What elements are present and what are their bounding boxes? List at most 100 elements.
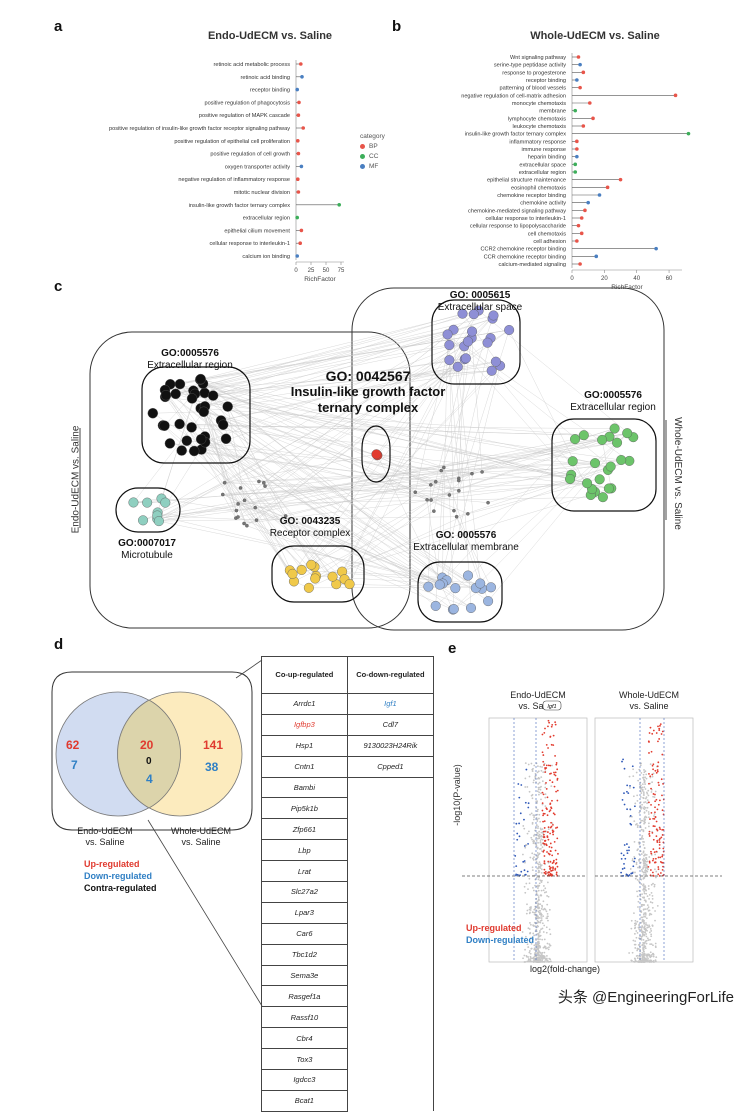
volcano-point-ns: [634, 803, 636, 805]
panel-b-term-label: serine-type peptidase activity: [494, 63, 566, 69]
network-node: [466, 603, 476, 613]
volcano-point-ns: [539, 913, 541, 915]
volcano-point-ns: [532, 841, 534, 843]
volcano-point-ns: [539, 946, 541, 948]
volcano-point-up: [544, 728, 546, 730]
volcano-point-ns: [638, 901, 640, 903]
volcano-point-up: [656, 732, 658, 734]
volcano-point-ns: [542, 828, 544, 830]
volcano-point-up: [651, 733, 653, 735]
volcano-point-ns: [651, 884, 653, 886]
volcano-point-ns: [544, 805, 546, 807]
volcano-point-ns: [544, 956, 546, 958]
volcano-point-ns: [648, 898, 650, 900]
volcano-point-up: [542, 821, 544, 823]
panel-a-term-label: receptor binding: [250, 88, 290, 94]
volcano-point-up: [550, 822, 552, 824]
volcano-point-ns: [646, 940, 648, 942]
volcano-point-ns: [537, 886, 539, 888]
volcano-point-ns: [652, 907, 654, 909]
volcano-point-down: [514, 855, 516, 857]
panel-b-point: [582, 71, 586, 75]
volcano-point-ns: [632, 775, 634, 777]
volcano-point-down: [517, 874, 519, 876]
volcano-point-ns: [533, 842, 535, 844]
network-node: [568, 456, 578, 466]
volcano-point-ns: [525, 844, 527, 846]
volcano-point-ns: [540, 835, 542, 837]
co-down-gene: [347, 1090, 433, 1111]
volcano-point-up: [542, 761, 544, 763]
network-node: [470, 472, 473, 475]
volcano-point-ns: [537, 790, 539, 792]
volcano-point-ns: [654, 886, 656, 888]
volcano-point-ns: [655, 791, 657, 793]
network-edge: [377, 455, 449, 495]
volcano-point-ns: [523, 961, 525, 963]
volcano-point-down: [632, 865, 634, 867]
legend-item-mf: MF: [360, 163, 385, 170]
volcano-point-up: [661, 733, 663, 735]
volcano-point-ns: [538, 788, 540, 790]
panel-a-term-label: positive regulation of cell growth: [210, 152, 290, 158]
volcano-point-ns: [645, 807, 647, 809]
volcano-point-down: [524, 869, 526, 871]
legend-title: category: [360, 133, 385, 140]
volcano-point-up: [549, 773, 551, 775]
volcano-point-ns: [641, 952, 643, 954]
volcano-point-ns: [544, 908, 546, 910]
volcano-point-up: [551, 800, 553, 802]
volcano-point-ns: [641, 829, 643, 831]
volcano-point-ns: [643, 844, 645, 846]
volcano-point-down: [629, 809, 631, 811]
panel-a-point: [300, 229, 304, 233]
network-node: [288, 569, 298, 579]
volcano-point-ns: [648, 961, 650, 963]
network-node: [616, 455, 626, 465]
panel-b-term-label: immune response: [522, 147, 566, 153]
panel-b-term-label: monocyte chemotaxis: [512, 101, 566, 107]
volcano-point-up: [651, 832, 653, 834]
volcano-point-ns: [647, 904, 649, 906]
volcano-point-ns: [526, 786, 528, 788]
volcano-point-up: [557, 853, 559, 855]
panel-b-point: [598, 193, 602, 197]
volcano-point-ns: [636, 794, 638, 796]
panel-b-term-label: receptor binding: [526, 78, 566, 84]
panel-b-point: [575, 140, 579, 144]
volcano-point-ns: [642, 783, 644, 785]
watermark: 头条 @EngineeringForLife: [558, 986, 734, 1007]
volcano-point-ns: [543, 952, 545, 954]
volcano-point-ns: [629, 787, 631, 789]
volcano-point-ns: [651, 791, 653, 793]
volcano-point-ns: [653, 960, 655, 962]
volcano-legend: Up-regulated Down-regulated: [466, 922, 534, 946]
volcano-point-ns: [531, 763, 533, 765]
network-node: [189, 446, 199, 456]
volcano-point-down: [631, 872, 633, 874]
volcano-point-ns: [541, 952, 543, 954]
network-node: [304, 583, 314, 593]
volcano-point-ns: [652, 902, 654, 904]
volcano-point-ns: [640, 792, 642, 794]
panel-a-point: [295, 254, 299, 258]
volcano-point-ns: [640, 772, 642, 774]
volcano-point-ns: [653, 956, 655, 958]
volcano-point-up: [653, 875, 655, 877]
volcano-point-ns: [638, 859, 640, 861]
volcano-point-ns: [530, 957, 532, 959]
panel-b-term-label: cell adhesion: [533, 239, 566, 245]
volcano-point-ns: [643, 861, 645, 863]
volcano-point-ns: [541, 872, 543, 874]
volcano-point-ns: [539, 903, 541, 905]
volcano-point-ns: [537, 918, 539, 920]
volcano-point-up: [555, 771, 557, 773]
volcano-point-up: [549, 765, 551, 767]
volcano-point-down: [623, 854, 625, 856]
network-node: [223, 481, 226, 484]
volcano-point-ns: [637, 780, 639, 782]
volcano-point-down: [525, 769, 527, 771]
volcano-point-ns: [645, 773, 647, 775]
volcano-point-ns: [648, 885, 650, 887]
